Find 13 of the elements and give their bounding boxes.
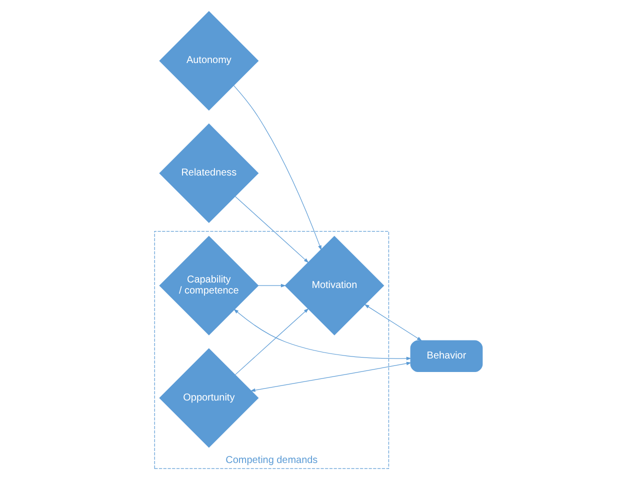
arrow bbox=[364, 304, 422, 340]
node-diamond: Capability / competence bbox=[159, 235, 259, 335]
arrow bbox=[250, 361, 412, 392]
arrow bbox=[233, 84, 322, 250]
arrow bbox=[258, 283, 286, 287]
node-diamond: Motivation bbox=[284, 235, 384, 335]
node-diamond: Opportunity bbox=[159, 348, 259, 448]
node-box: Behavior bbox=[410, 340, 483, 372]
arrow bbox=[234, 308, 309, 374]
arrow bbox=[234, 196, 309, 262]
arrow bbox=[234, 308, 412, 360]
node-diamond: Autonomy bbox=[159, 10, 259, 110]
node-diamond: Relatedness bbox=[159, 122, 259, 222]
